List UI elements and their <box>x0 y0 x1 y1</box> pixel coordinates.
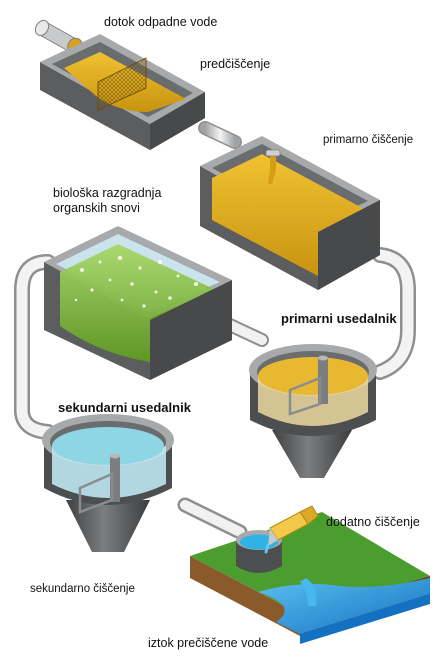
inflow-label: dotok odpadne vode <box>104 15 218 29</box>
biological-label: biološka razgradnja organskih snovi <box>53 186 162 215</box>
prescreening-label: predčiščenje <box>200 57 271 71</box>
prescreening-tank <box>40 34 205 150</box>
secondary-treatment-label: sekundarno čiščenje <box>30 583 135 595</box>
primary-treatment-label: primarno čiščenje <box>323 134 414 146</box>
primary-settler-label: primarni usedalnik <box>281 311 397 326</box>
primary-settler <box>249 344 377 478</box>
secondary-settler-label: sekundarni usedalnik <box>58 400 191 415</box>
additional-treatment-label: dodatno čiščenje <box>326 515 420 529</box>
secondary-settler <box>42 414 174 552</box>
additional-treatment-tank <box>236 505 319 606</box>
outflow-label: iztok prečiščene vode <box>148 636 269 650</box>
air-bubbles <box>74 255 198 308</box>
primary-treatment-tank <box>200 136 380 290</box>
biological-tank <box>44 226 232 380</box>
